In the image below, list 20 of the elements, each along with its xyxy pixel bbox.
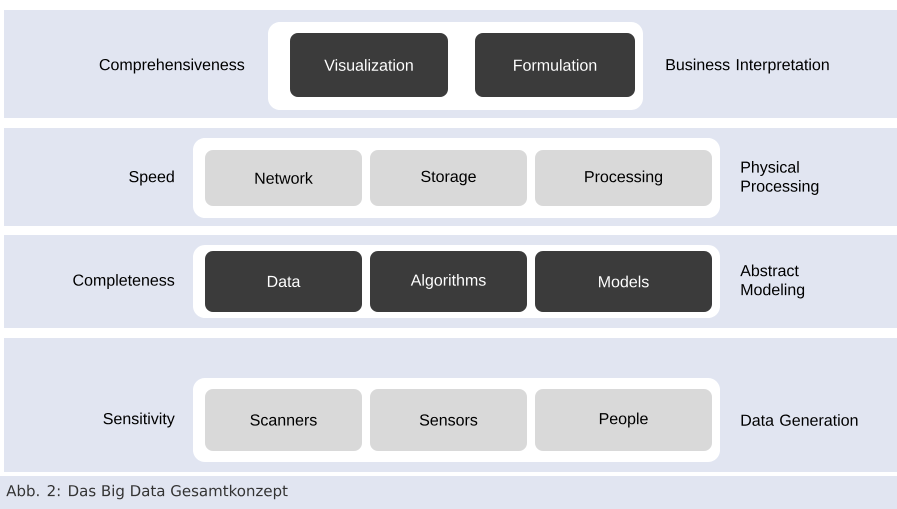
layer-label: Data Generation [742, 414, 858, 426]
layer-label: Business Interpretation [666, 58, 829, 74]
component-box: Storage [370, 150, 527, 206]
row-label: Sensitivity [104, 412, 175, 428]
component-box: Algorithms [370, 251, 527, 312]
component-box: Scanners [205, 389, 362, 451]
component-box: Processing [535, 150, 712, 206]
component-box: Models [535, 251, 712, 312]
caption-bar: Abb. 2: Das Big Data Gesamtkonzept [0, 476, 897, 509]
row-label: Comprehensiveness [100, 58, 244, 74]
component-box: Data [205, 251, 362, 312]
component-box: People [535, 389, 712, 451]
layer-label: Abstract Modeling [740, 264, 804, 298]
row-label: Speed [129, 170, 174, 186]
component-box: Formulation [475, 33, 635, 97]
layer-label: Physical Processing [742, 161, 818, 195]
component-box: Network [205, 150, 362, 206]
component-box: Visualization [290, 33, 448, 97]
component-box: Sensors [370, 389, 527, 451]
row-label: Completeness [73, 274, 174, 289]
